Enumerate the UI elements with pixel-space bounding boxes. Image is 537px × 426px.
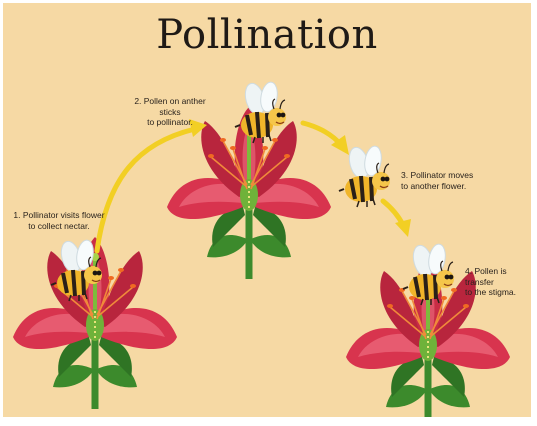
diagram-frame: Pollination bbox=[3, 3, 531, 417]
step-3-caption: 3. Pollinator moves to another flower. bbox=[401, 170, 501, 191]
step-4-caption: 4. Pollen is transfer to the stigma. bbox=[465, 266, 531, 298]
bee-flying bbox=[339, 145, 390, 207]
bee-on-stigma bbox=[403, 243, 454, 305]
arrow-step-2-to-3 bbox=[303, 123, 349, 155]
step-1-caption: 1. Pollinator visits flower to collect n… bbox=[7, 210, 111, 231]
arrow-step-3-to-4 bbox=[383, 201, 411, 237]
flower-visited bbox=[13, 237, 177, 409]
step-2-caption: 2. Pollen on anther sticks to pollinator… bbox=[123, 96, 217, 128]
